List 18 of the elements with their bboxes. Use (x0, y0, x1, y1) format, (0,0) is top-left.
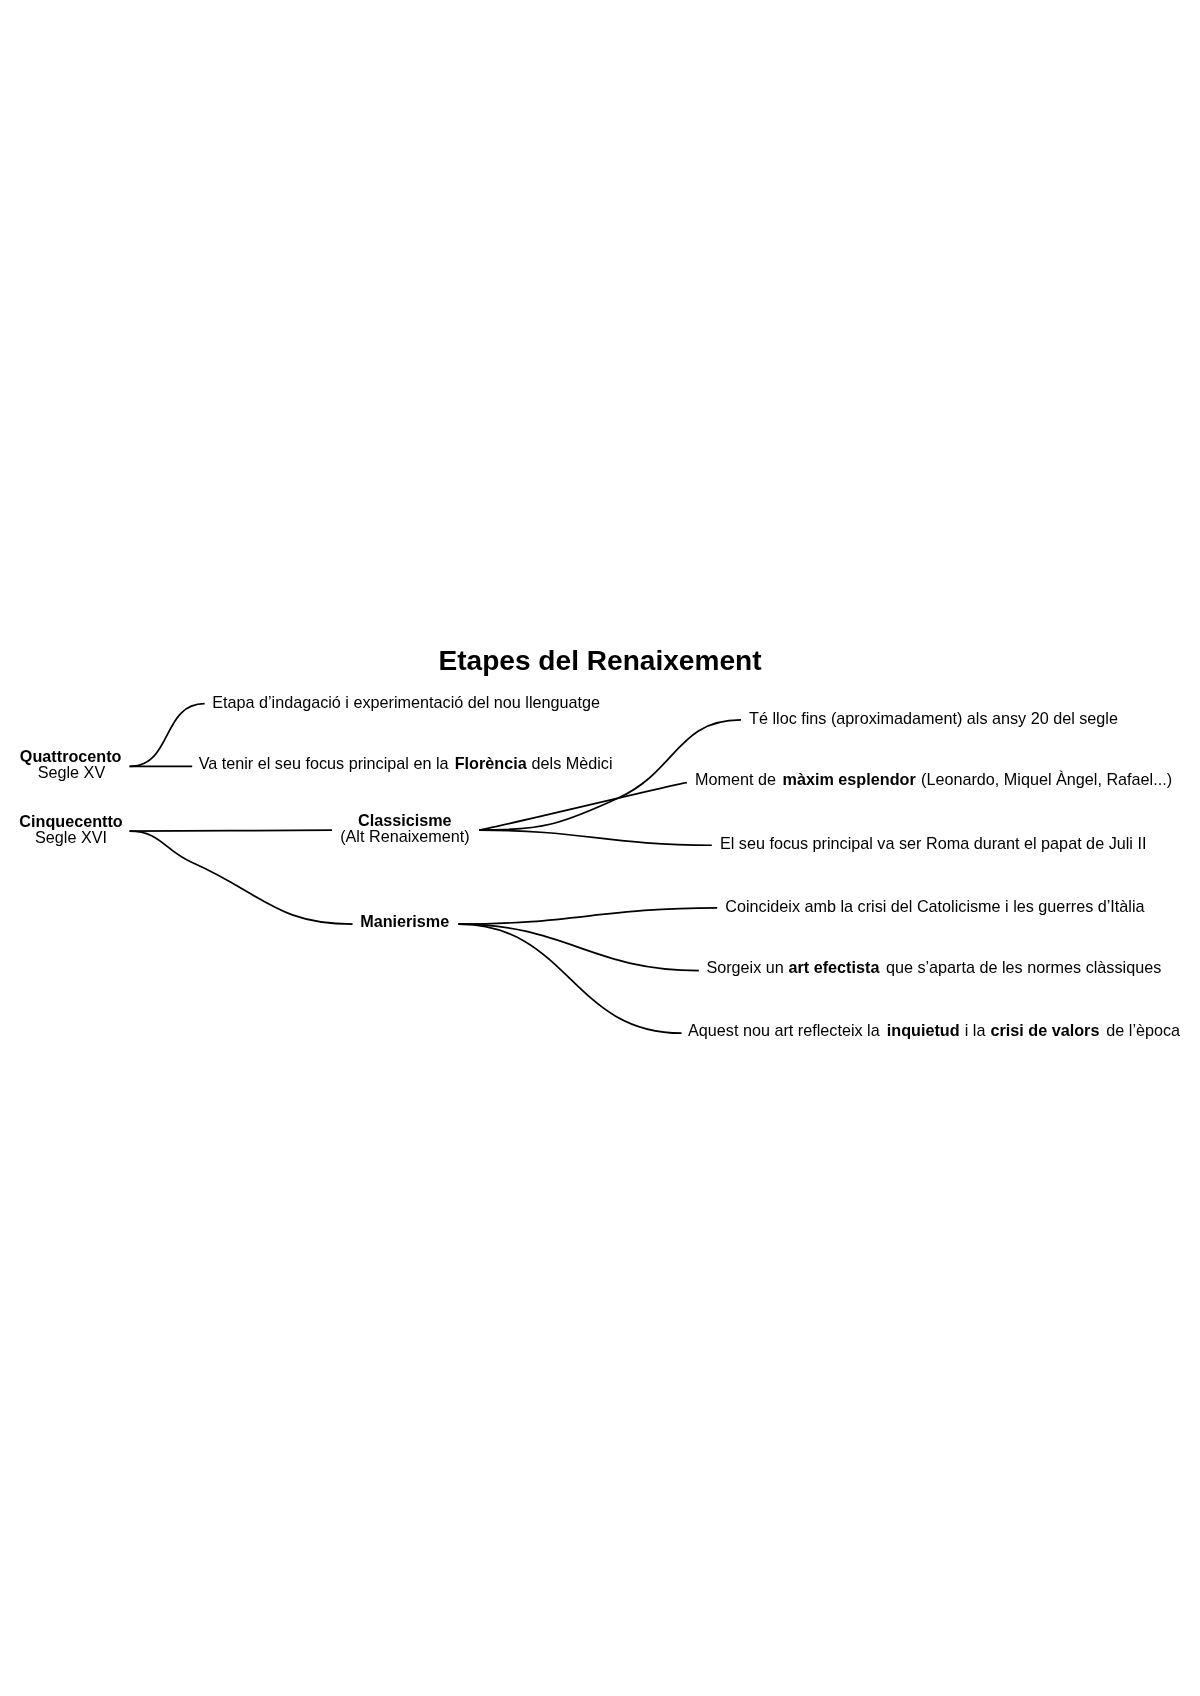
connector (457, 922, 683, 1034)
node-text: Coincideix amb la crisi del Catolicisme i les guerres d’Itàlia (725, 896, 1145, 915)
node-text: Aquest nou art reflecteix la inquietud i la crisi de valors de l’època (688, 1020, 1181, 1039)
connector (478, 828, 713, 846)
node-text: Classicisme (Alt Renaixement) (340, 810, 470, 845)
node-text: Etapa d’indagació i experimentació del nou llenguatge (212, 692, 601, 711)
connector (128, 702, 206, 767)
node-text: Quattrocento Segle XV (19, 746, 122, 781)
connector (128, 765, 194, 767)
node-text: Té lloc fins (aproximadament) als ansy 20 del segle (749, 708, 1118, 727)
node-text: Moment de màxim esplendor (Leonardo, Miquel Àngel, Rafael...) (695, 769, 1173, 788)
node-text: El seu focus principal va ser Roma durant el papat de Juli II (719, 833, 1147, 852)
connector (128, 829, 354, 925)
diagram-title: Etapes del Renaixement (438, 644, 762, 676)
node-text: Sorgeix un art efectista que s’aparta de les normes clàssiques (706, 957, 1162, 976)
node-text: Manierisme (360, 911, 450, 930)
node-text: Cinquecentto Segle XVI (19, 811, 123, 846)
node-text: Va tenir el seu focus principal en la Florència dels Mèdici (198, 753, 613, 772)
